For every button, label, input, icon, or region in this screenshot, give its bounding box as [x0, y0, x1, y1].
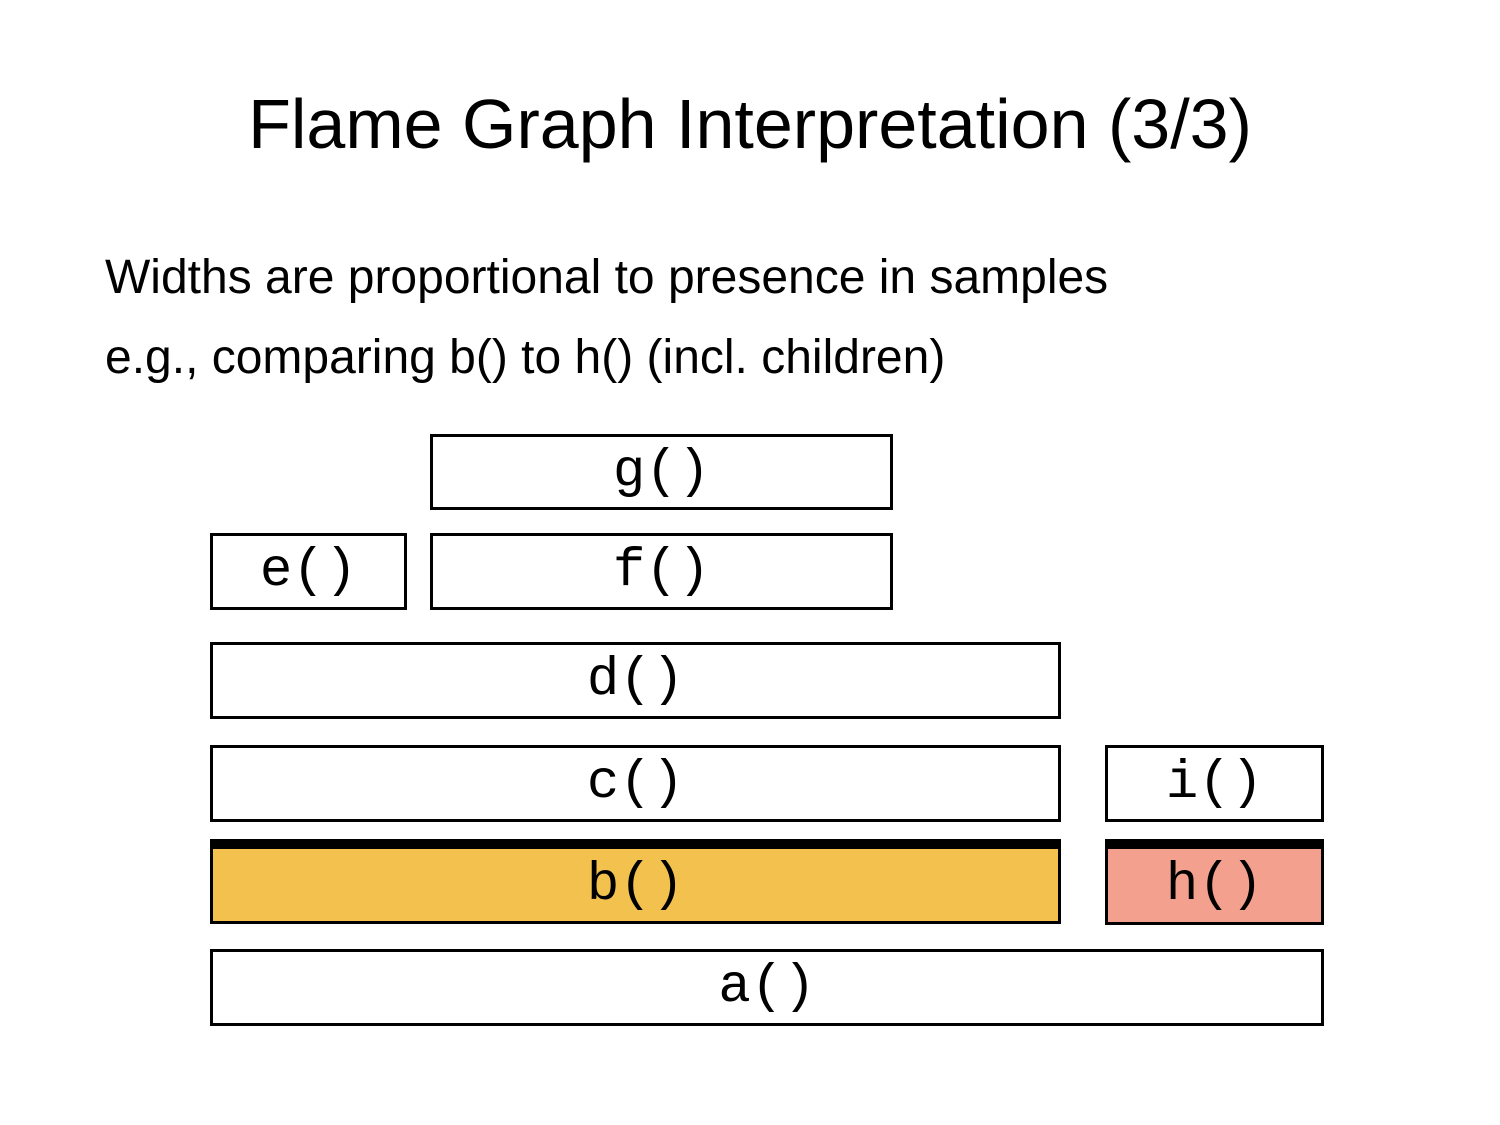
frame-h-highlighted: h(): [1105, 839, 1324, 925]
page-title: Flame Graph Interpretation (3/3): [248, 85, 1252, 163]
frame-a-label: a(): [718, 957, 816, 1018]
frame-i: i(): [1105, 745, 1324, 822]
body-text-line-2: e.g., comparing b() to h() (incl. childr…: [105, 331, 946, 384]
frame-a: a(): [210, 949, 1324, 1026]
frame-f: f(): [430, 533, 893, 610]
frame-f-label: f(): [612, 541, 711, 602]
frame-c-label: c(): [586, 753, 685, 814]
body-text-line-1: Widths are proportional to presence in s…: [105, 251, 1109, 304]
frame-e-label: e(): [259, 541, 358, 602]
frame-c: c(): [210, 745, 1061, 822]
frame-b-highlighted: b(): [210, 839, 1061, 924]
frame-e: e(): [210, 533, 407, 610]
frame-h-label: h(): [1165, 855, 1264, 916]
frame-d-label: d(): [586, 650, 685, 711]
frame-g: g(): [430, 434, 893, 510]
frame-d: d(): [210, 642, 1061, 719]
frame-i-label: i(): [1165, 753, 1264, 814]
frame-g-label: g(): [612, 441, 711, 503]
frame-b-label: b(): [586, 854, 685, 916]
